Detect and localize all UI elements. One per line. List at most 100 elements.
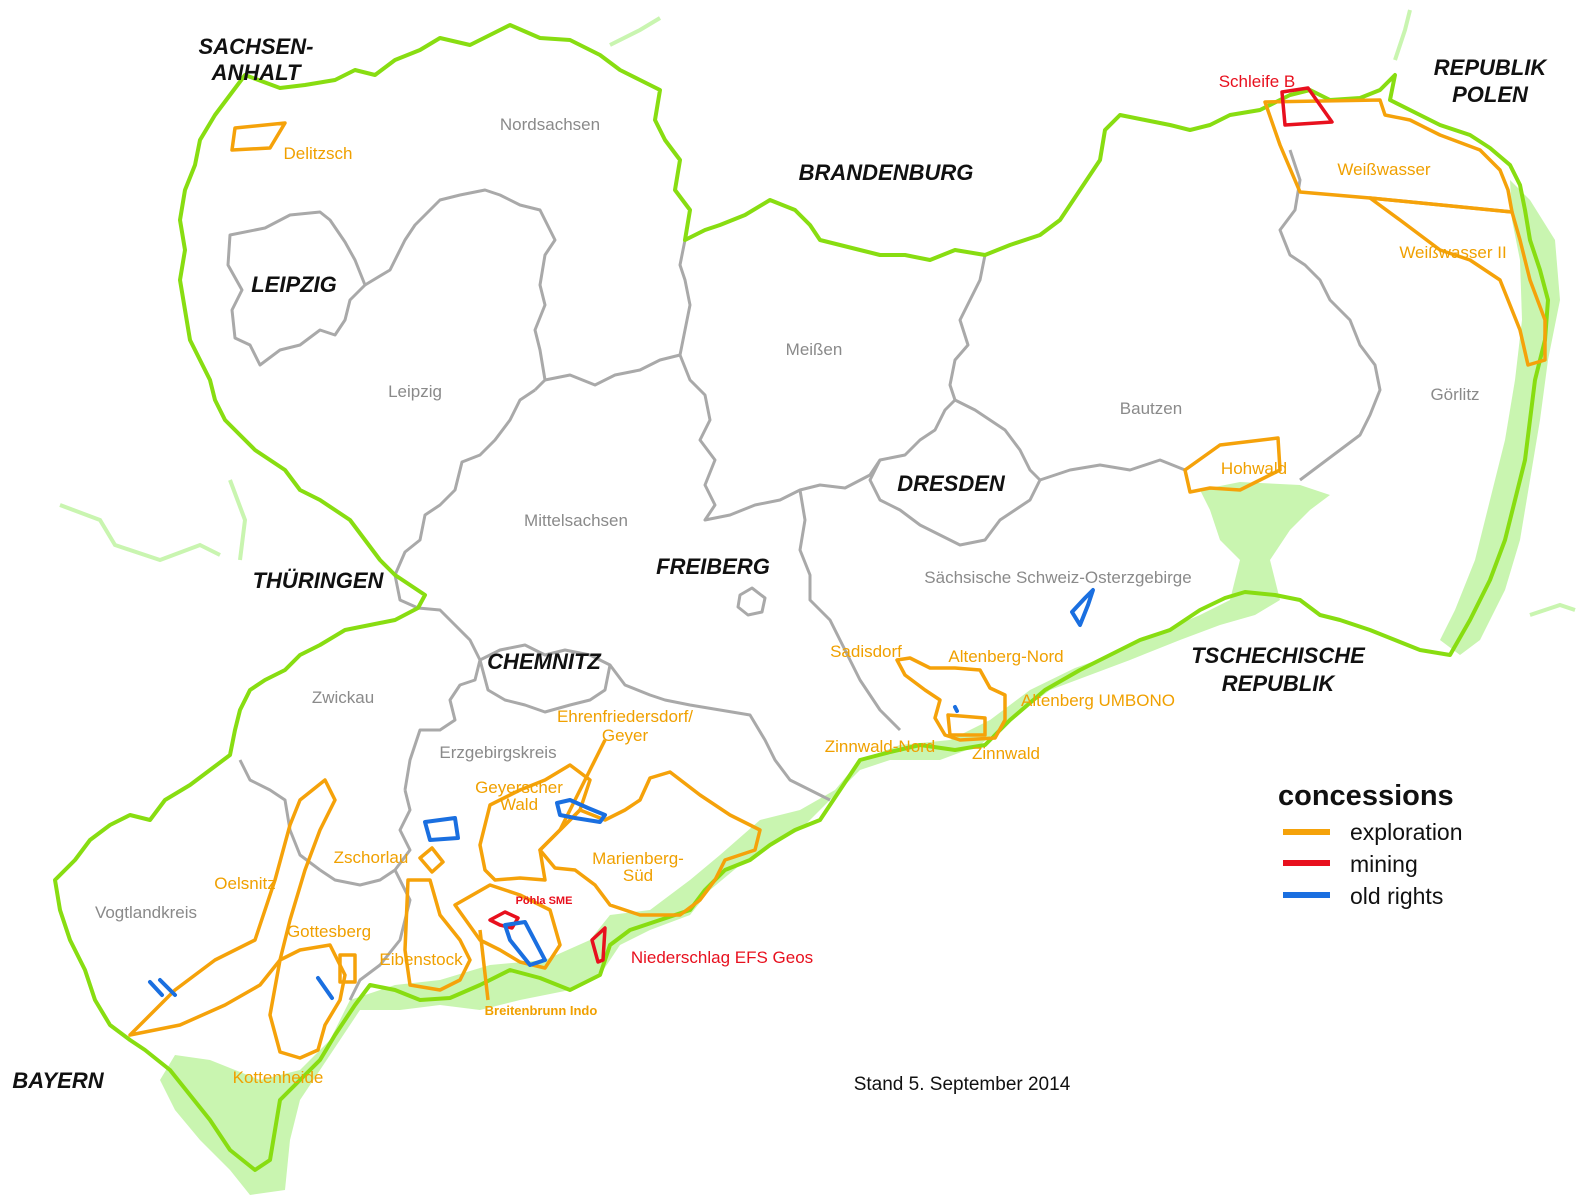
area-breitenbrunn-leader [478, 929, 490, 1001]
label-thueringen: THÜRINGEN [253, 568, 385, 593]
border-leipzig-mittelsachsen [393, 388, 536, 610]
river-neisse-north [1393, 9, 1412, 61]
label-city-chemnitz: CHEMNITZ [487, 649, 602, 674]
label-district-vogtlandkreis: Vogtlandkreis [95, 903, 197, 922]
label-district-saechsische-schweiz: Sächsische Schweiz-Osterzgebirge [924, 568, 1191, 587]
legend-label-mining: mining [1350, 851, 1418, 877]
label-geyerscher-1: Geyerscher [475, 778, 563, 797]
label-breitenbrunn: Breitenbrunn Indo [485, 1003, 598, 1018]
area-gottesberg-small [338, 953, 357, 984]
label-district-leipzig: Leipzig [388, 382, 442, 401]
label-tschechien-1: TSCHECHISCHE [1191, 643, 1366, 668]
label-poehla: Pöhla SME [516, 895, 573, 907]
area-niederschlag [590, 926, 607, 964]
area-poehla-old [503, 920, 547, 967]
border-mittelsachsen-saxonswiss [798, 489, 902, 732]
label-schleife-b: Schleife B [1219, 72, 1296, 91]
river-elster [228, 479, 248, 561]
area-vogtland-old-2 [158, 978, 177, 997]
area-geyer [555, 798, 607, 824]
label-gottesberg: Gottesberg [287, 922, 371, 941]
label-polen-2: POLEN [1452, 82, 1529, 107]
legend-label-exploration: exploration [1350, 819, 1463, 845]
area-zinnwald-dot [953, 705, 959, 713]
area-weisswasser-ii [1368, 196, 1547, 367]
legend: concessions exploration mining old right… [1278, 780, 1463, 909]
border-meissen-bautzen [948, 254, 987, 401]
area-altenberg-umbono [946, 713, 987, 737]
border-freiberg-city [736, 586, 767, 617]
label-ehrenfriedersdorf-2: Geyer [602, 726, 649, 745]
legend-label-old-rights: old rights [1350, 883, 1443, 909]
label-city-freiberg: FREIBERG [656, 554, 770, 579]
label-marienberg-2: Süd [623, 866, 653, 885]
border-zwickau-vogtland [238, 759, 321, 872]
area-hohwald [1183, 436, 1282, 494]
border-mittelsachsen-erzgebirge [608, 664, 831, 802]
label-delitzsch: Delitzsch [284, 144, 353, 163]
area-gottesberg-old [316, 976, 334, 1000]
border-mittelsachsen-zwickau [403, 606, 482, 791]
area-delitzsch [230, 121, 287, 152]
border-bautzen-goerlitz [1278, 149, 1382, 482]
label-sadisdorf: Sadisdorf [830, 642, 902, 661]
label-bayern: BAYERN [12, 1068, 104, 1093]
label-zinnwald: Zinnwald [972, 744, 1040, 763]
area-breitenbrunn [453, 883, 562, 970]
label-district-zwickau: Zwickau [312, 688, 374, 707]
label-eibenstock: Eibenstock [379, 950, 463, 969]
date-stamp: Stand 5. September 2014 [854, 1074, 1071, 1095]
area-vogtland-old-1 [148, 980, 164, 997]
label-city-dresden: DRESDEN [897, 471, 1006, 496]
saxony-state-border [53, 23, 1550, 1172]
border-nordsachsen-meissen [544, 239, 692, 387]
border-meissen-mittelsachsen [678, 354, 957, 522]
area-zschorlau [418, 846, 445, 874]
label-ehrenfriedersdorf-1: Ehrenfriedersdorf/ [557, 707, 693, 726]
area-weisswasser [1263, 98, 1514, 214]
label-geyerscher-2: Wald [500, 795, 538, 814]
border-dresden-city [868, 398, 1042, 547]
legend-title: concessions [1278, 780, 1454, 812]
border-leipzig-nordsachsen [364, 188, 557, 392]
border-bautzen-saxonswiss [1039, 458, 1186, 482]
label-district-erzgebirgskreis: Erzgebirgskreis [439, 743, 556, 762]
label-kottenheide: Kottenheide [233, 1068, 324, 1087]
area-altenberg-nord [895, 656, 1007, 742]
label-marienberg-1: Marienberg- [592, 849, 684, 868]
label-weisswasser: Weißwasser [1337, 160, 1431, 179]
area-eibenstock [403, 878, 472, 992]
label-sachsen-anhalt-2: ANHALT [211, 60, 302, 85]
label-zschorlau: Zschorlau [334, 848, 409, 867]
label-district-nordsachsen: Nordsachsen [500, 115, 600, 134]
label-city-leipzig: LEIPZIG [251, 272, 337, 297]
lausitz-belt [1440, 180, 1560, 655]
label-district-bautzen: Bautzen [1120, 399, 1182, 418]
exploration-concessions [128, 98, 1547, 1060]
ore-mountain-belt [160, 482, 1330, 1195]
river-saale [59, 503, 221, 563]
border-leipzig-city [226, 210, 367, 367]
area-saechsische-schweiz [1070, 588, 1095, 627]
label-zinnwald-nord: Zinnwald-Nord [825, 737, 936, 756]
area-oelsnitz [128, 778, 337, 1037]
area-zschorlau-north [423, 816, 460, 842]
label-altenberg-umbono: Altenberg UMBONO [1021, 691, 1175, 710]
label-altenberg-nord: Altenberg-Nord [948, 647, 1063, 666]
label-niederschlag: Niederschlag EFS Geos [631, 948, 813, 967]
border-chemnitz-city [478, 643, 612, 714]
old-rights [148, 588, 1095, 1000]
label-weisswasser-ii: Weißwasser II [1399, 243, 1506, 262]
label-tschechien-2: REPUBLIK [1222, 671, 1337, 696]
area-gottesberg [268, 943, 347, 1060]
label-district-meissen: Meißen [786, 340, 843, 359]
label-oelsnitz: Oelsnitz [214, 874, 275, 893]
label-district-mittelsachsen: Mittelsachsen [524, 511, 628, 530]
river-brandenburg [609, 16, 662, 47]
area-marienberg-sued [538, 770, 762, 917]
label-hohwald: Hohwald [1221, 459, 1287, 478]
label-sachsen-anhalt-1: SACHSEN- [199, 34, 314, 59]
label-district-goerlitz: Görlitz [1430, 385, 1479, 404]
label-polen-1: REPUBLIK [1434, 55, 1549, 80]
